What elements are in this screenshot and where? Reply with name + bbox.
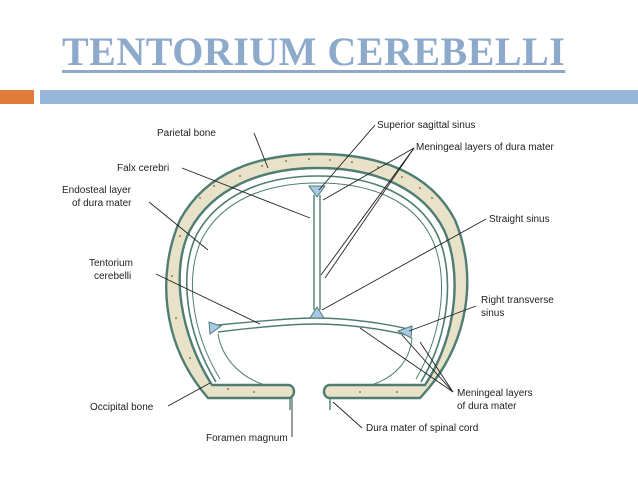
bone-texture <box>171 158 455 393</box>
label-tentorium-1: Tentorium <box>89 258 133 269</box>
label-occipital-bone: Occipital bone <box>90 402 154 413</box>
spinal-dura <box>289 398 331 410</box>
label-meningeal-bottom-1: Meningeal layers <box>457 388 533 399</box>
accent-bar-blue <box>40 90 638 104</box>
label-endosteal-2: of dura mater <box>72 198 132 209</box>
label-foramen-magnum: Foramen magnum <box>206 433 288 444</box>
label-right-transverse-2: sinus <box>481 308 504 319</box>
label-meningeal-top: Meningeal layers of dura mater <box>416 142 555 153</box>
label-endosteal-1: Endosteal layer <box>62 185 132 196</box>
leader-lines <box>148 124 487 437</box>
superior-sagittal-sinus <box>308 185 326 198</box>
right-transverse-sinus <box>396 325 413 339</box>
accent-bar-orange <box>0 90 34 104</box>
label-right-transverse-1: Right transverse <box>481 295 554 306</box>
left-transverse-sinus <box>208 321 223 335</box>
label-dura-spinal-cord: Dura mater of spinal cord <box>366 423 478 434</box>
endosteal-layer <box>185 175 449 383</box>
label-straight-sinus: Straight sinus <box>489 214 550 225</box>
skull-bone-ring <box>165 152 469 400</box>
posterior-fossa <box>217 333 413 387</box>
label-superior-sagittal-sinus: Superior sagittal sinus <box>377 120 475 131</box>
label-parietal-bone: Parietal bone <box>157 128 216 139</box>
label-meningeal-bottom-2: of dura mater <box>457 401 517 412</box>
falx-cerebri <box>313 195 321 310</box>
slide-title: TENTORIUM CEREBELLI <box>62 29 566 74</box>
label-falx-cerebri: Falx cerebri <box>117 163 169 174</box>
straight-sinus <box>309 306 325 319</box>
tentorium-cerebelli <box>217 317 413 337</box>
label-tentorium-2: cerebelli <box>94 271 131 282</box>
